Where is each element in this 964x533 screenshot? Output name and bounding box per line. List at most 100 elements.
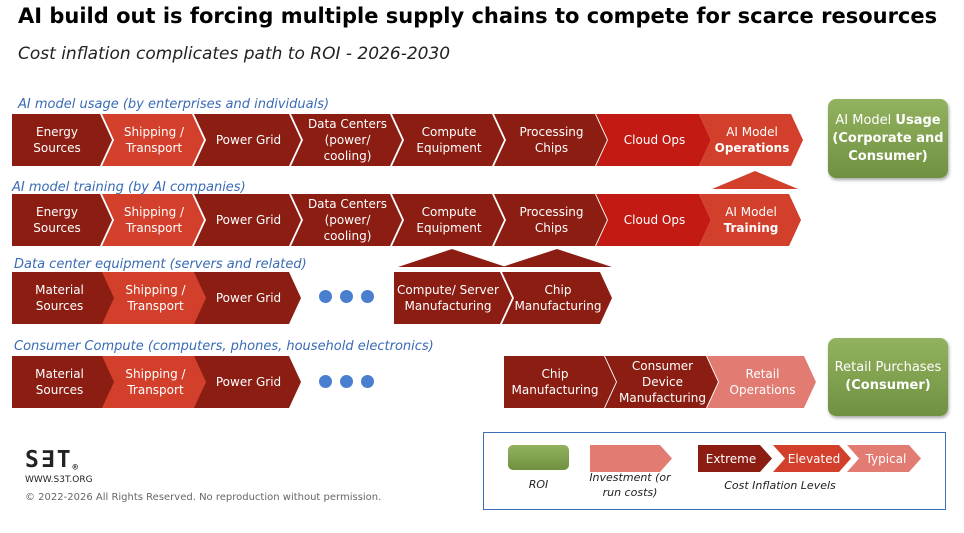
feeds-arrow-chip-mfg — [502, 249, 612, 267]
chevron-label-line: Manufacturing — [619, 391, 706, 405]
legend-typical-swatch-label: Typical — [865, 451, 907, 466]
feeds-arrow-training-to-usage — [712, 171, 798, 189]
chevron-label-line: Shipping / — [123, 125, 185, 139]
chevron-step — [596, 114, 711, 166]
chevron-label-line: Processing — [519, 125, 584, 139]
chevron-step — [102, 194, 204, 246]
chevron-label-bold-line: Training — [723, 221, 779, 235]
chevron-text: Power Grid — [206, 272, 291, 324]
row-label-ai-usage: AI model usage (by enterprises and indiv… — [18, 97, 330, 112]
chevron-label-line: Device — [641, 375, 684, 389]
chevron-text: Shipping / Transport — [114, 356, 197, 408]
outcome-ai-usage-line2: (Corporate and — [832, 130, 944, 146]
dot — [361, 290, 374, 303]
page-subtitle: Cost inflation complicates path to ROI -… — [18, 44, 451, 64]
chevron-label-line: Chip — [541, 367, 569, 381]
chevron-label-line: Equipment — [416, 221, 482, 235]
chevron-step — [699, 194, 801, 246]
chevron-label-bold-line: Operations — [714, 141, 790, 155]
outcome-ai-usage-line1: AI Model — [835, 112, 896, 128]
chevron-label-line: Shipping / — [125, 283, 186, 297]
chevron-step — [12, 356, 117, 408]
row-label-ai-training: AI model training (by AI companies) — [12, 180, 246, 195]
outcome-retail-purchases: Retail Purchases (Consumer) — [828, 338, 948, 416]
chevron-label-line: Power Grid — [215, 133, 282, 147]
outcome-ai-usage-line1-bold: Usage — [895, 112, 941, 128]
chevron-label-line: Sources — [33, 141, 81, 155]
chevron-text: Shipping /Transport — [114, 194, 194, 246]
legend-extreme-swatch-label: Extreme — [705, 451, 757, 466]
chevron-step — [291, 114, 402, 166]
chevron-step — [194, 194, 301, 246]
chevron-step — [392, 114, 504, 166]
chevron-label-line: (power/ — [324, 133, 371, 147]
chevron-label-line: Material — [35, 283, 84, 297]
dot — [361, 375, 374, 388]
chevron-label-line: Cloud Ops — [623, 133, 686, 147]
chevron-step — [12, 272, 117, 324]
ellipsis-dots-row3 — [319, 290, 374, 303]
outcome-retail-line2: (Consumer) — [845, 378, 931, 393]
chevron-step — [504, 356, 616, 408]
chevron-label-line: cooling) — [323, 229, 372, 243]
chevron-label-line: Power Grid — [215, 375, 282, 389]
dot — [340, 290, 353, 303]
chevron-text: Cloud Ops — [608, 194, 701, 246]
outcome-ai-model-usage: AI Model Usage (Corporate and Consumer) — [828, 99, 948, 178]
chevron-label-line: Manufacturing — [514, 299, 602, 313]
outcome-retail-line1: Retail Purchases — [834, 360, 942, 375]
legend-roi-label: ROI — [528, 478, 549, 491]
chevron-label-line: Sources — [35, 383, 84, 397]
chevron-label-line: Sources — [33, 221, 81, 235]
chevron-step — [194, 272, 301, 324]
logo-url: WWW.S3T.ORG — [25, 475, 93, 485]
chevron-label-line: Power Grid — [215, 291, 282, 305]
ellipsis-dots-row4 — [319, 375, 374, 388]
chevron-label-line: Cloud Ops — [623, 213, 686, 227]
chevron-label-line: Retail — [745, 367, 780, 381]
chevron-step — [494, 194, 607, 246]
chevron-label-line: Energy — [35, 205, 78, 219]
legend-levels-caption: Cost Inflation Levels — [724, 479, 836, 492]
chevron-label-line: Material — [35, 367, 84, 381]
chevron-label-line: Shipping / — [125, 367, 186, 381]
copyright-notice: © 2022-2026 All Rights Reserved. No repr… — [25, 492, 382, 503]
outcome-ai-usage-line3: Consumer) — [848, 148, 928, 164]
dot — [319, 290, 332, 303]
chevron-text: Power Grid — [206, 194, 291, 246]
legend-investment-swatch — [590, 445, 672, 472]
chevron-label-line: Sources — [35, 299, 84, 313]
chevron-label-line: Data Centers — [307, 197, 388, 211]
chevron-label-line: Transport — [127, 383, 184, 397]
chevron-label-line: Processing — [519, 205, 584, 219]
chevron-label-line: Consumer — [631, 359, 694, 373]
dot — [319, 375, 332, 388]
dot — [340, 375, 353, 388]
chevron-label-line: Power Grid — [215, 213, 282, 227]
legend-typical-swatch — [847, 445, 921, 472]
chevron-step — [392, 194, 504, 246]
chevron-label-line: Transport — [125, 221, 183, 235]
chevron-step — [707, 356, 816, 408]
legend-extreme-swatch — [698, 445, 772, 472]
legend — [483, 432, 946, 510]
page-title: AI build out is forcing multiple supply … — [18, 4, 938, 28]
chevron-label-line: Transport — [127, 299, 184, 313]
chevron-label-line: Chips — [534, 221, 569, 235]
chevron-step — [596, 194, 711, 246]
chevron-label-line: Manufacturing — [404, 299, 492, 313]
chevron-step — [699, 114, 803, 166]
chevron-label-line: AI Model — [725, 205, 777, 219]
